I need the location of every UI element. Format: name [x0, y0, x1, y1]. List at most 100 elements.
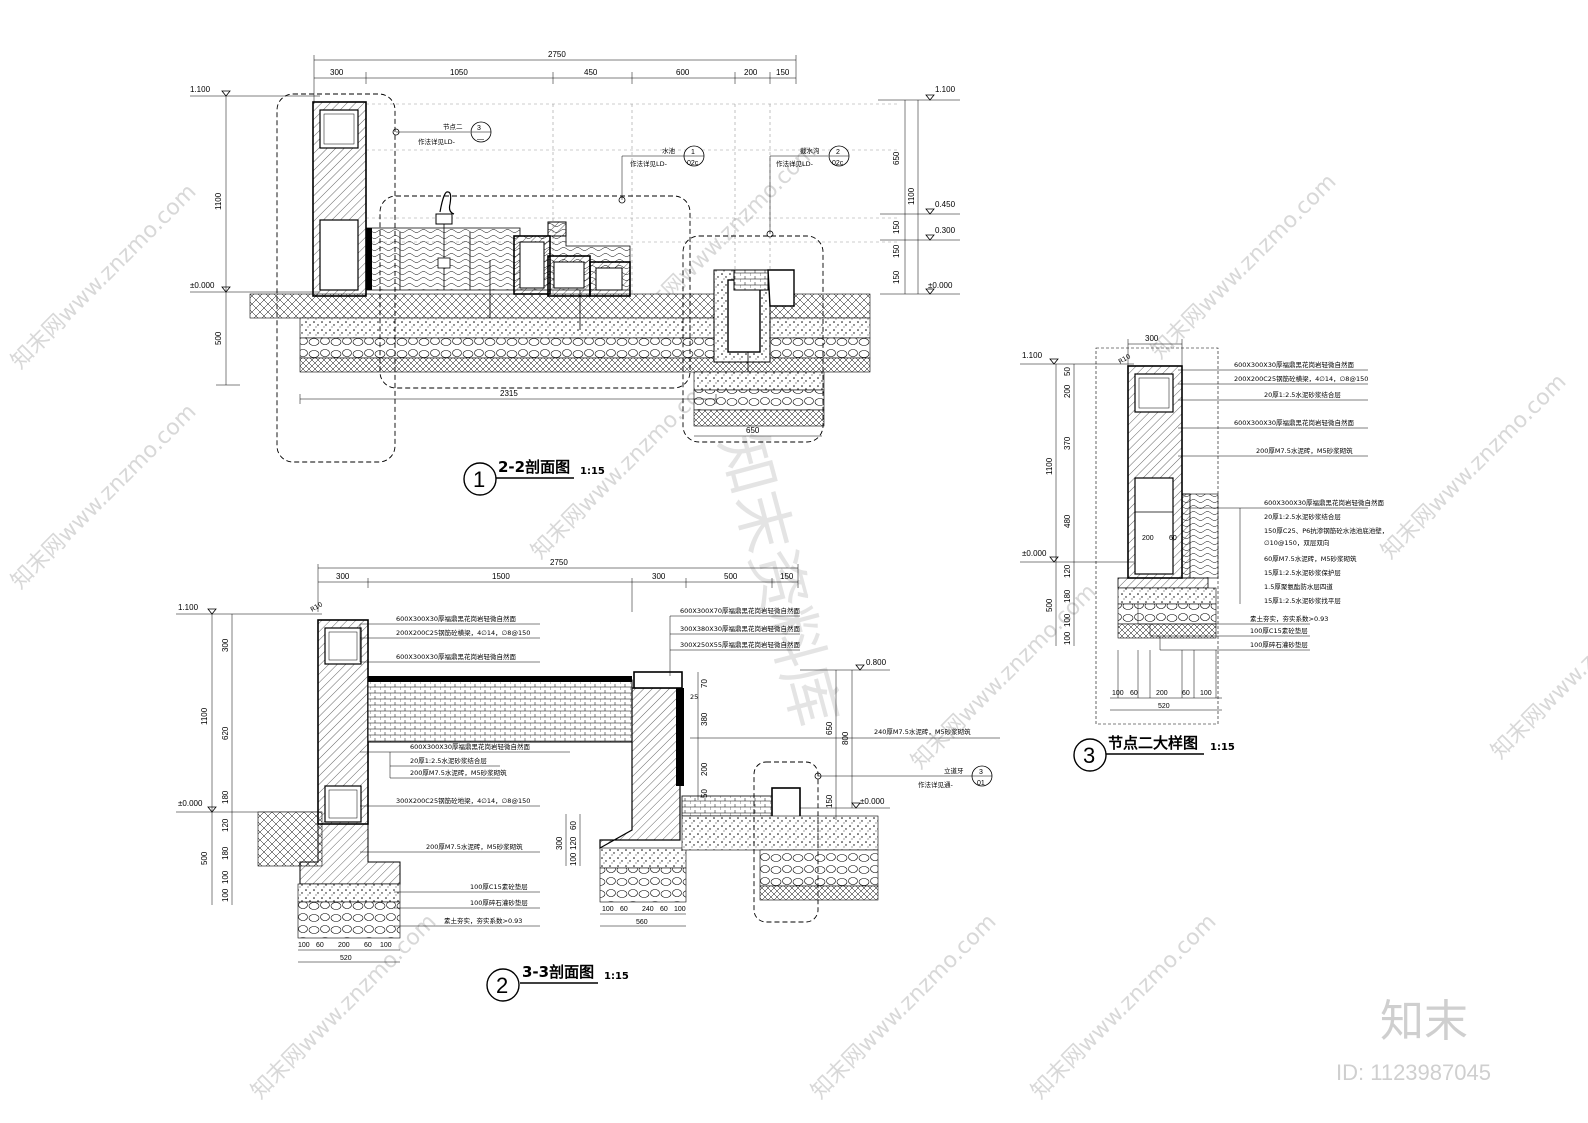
- watermark: 知末网www.znzmo.com: [1147, 169, 1342, 364]
- dim-label: 2315: [500, 389, 518, 398]
- callout-label: 立道牙: [944, 766, 964, 775]
- dim-label: 150: [892, 220, 901, 234]
- beam-square: [324, 627, 362, 665]
- dim-label: 100: [1063, 613, 1072, 627]
- dim-label: 180: [221, 846, 230, 860]
- brand-logo: 知末: [1380, 996, 1468, 1047]
- callout-sub: —: [477, 136, 484, 143]
- dim-label: 650: [825, 721, 834, 735]
- dim-label: 100: [602, 906, 614, 913]
- dim-label: 380: [700, 712, 709, 726]
- watermark: 知末网www.znzmo.com: [7, 399, 202, 594]
- dim-label: 240: [642, 906, 654, 913]
- dim-label: 100: [1063, 631, 1072, 645]
- callout-note: 作法详见LD-: [630, 159, 668, 168]
- note-text: 200X200C25钢筋砼横梁，4∅14，∅8@150: [396, 628, 530, 637]
- note-text: 200厚M7.5水泥砖，M5砂浆砌筑: [426, 842, 523, 851]
- dim-label: 150: [780, 572, 794, 581]
- section-number: 2: [496, 973, 508, 998]
- elev-label: ±0.000: [1022, 549, 1047, 558]
- dim-label: 150: [892, 270, 901, 284]
- note-text: 100厚碎石灌砂垫层: [470, 898, 528, 907]
- note-text: ∅10@150，双层双向: [1264, 538, 1329, 547]
- callout-ref: 2: [836, 149, 840, 156]
- note-text: 60厚M7.5水泥砖，M5砂浆砌筑: [1264, 554, 1357, 563]
- note-text: 100厚C15素砼垫层: [1250, 626, 1308, 635]
- elev-label: ±0.000: [860, 797, 885, 806]
- dim-label: 200: [700, 762, 709, 776]
- radius-label: R10: [309, 600, 324, 613]
- section-number: 3: [1083, 743, 1095, 768]
- note-text: 素土夯实，夯实系数>0.93: [1250, 614, 1328, 623]
- dim-label: 370: [1063, 436, 1072, 450]
- dim-label: 100: [221, 870, 230, 884]
- watermark-layer: 知末网www.znzmo.com 知末网www.znzmo.com 知末网www…: [7, 139, 1588, 1104]
- callout-pool[interactable]: 水池 作法详见LD- 1 02c: [618, 145, 705, 204]
- beam-square: [1134, 373, 1174, 413]
- note-text: 600X300X30厚福鼎黑花岗岩轻微自然面: [1234, 418, 1354, 427]
- section-scale: 1:15: [604, 971, 629, 982]
- dim-label: 1050: [450, 68, 468, 77]
- dim-label: 300: [330, 68, 344, 77]
- watermark: 知末网www.znzmo.com: [7, 179, 202, 374]
- elev-label: 0.300: [935, 226, 956, 235]
- note-text: 300X200C25钢筋砼地梁，4∅14，∅8@150: [396, 796, 530, 805]
- dim-label: 1100: [200, 707, 209, 725]
- dim-label: 300: [652, 572, 666, 581]
- beam-square: [319, 109, 359, 149]
- drain-trench: [713, 269, 795, 388]
- dim-label: 300: [336, 572, 350, 581]
- wall-block: [1134, 477, 1174, 575]
- dim-label: 60: [1182, 690, 1190, 697]
- dim-label: 200: [1063, 384, 1072, 398]
- dim-label: 25: [690, 693, 698, 701]
- notes-base: 100厚C15素砼垫层 100厚碎石灌砂垫层 素土夯实，夯实系数>0.93: [394, 882, 540, 927]
- elev-label: 1.100: [190, 85, 211, 94]
- note-text: 600X300X30厚福鼎黑花岗岩轻微自然面: [1234, 360, 1354, 369]
- section-title-1: 1 2-2剖面图 1:15: [463, 458, 605, 496]
- note-text: 15厚1:2.5水泥砂浆保护层: [1264, 568, 1341, 577]
- notes-node-2: 600X300X30厚福鼎黑花岗岩轻微自然面 200X200C25钢筋砼横梁，4…: [1137, 360, 1388, 651]
- dim-label: 600: [676, 68, 690, 77]
- concrete-layer: [299, 317, 871, 339]
- stone-layer: [299, 337, 871, 359]
- dim-label: 200: [1156, 690, 1168, 697]
- detail-outline: [753, 761, 819, 923]
- dim-label: 60: [620, 906, 628, 913]
- watermark: 知末网www.znzmo.com: [1377, 369, 1572, 564]
- dim-label: 300: [1145, 334, 1159, 343]
- callout-node-2[interactable]: 节点二 作法详见LD- 3 —: [392, 121, 492, 146]
- dim-label: 300: [555, 836, 564, 850]
- section-node-2: 300 R10 1.100 ±0.000 1100 500 50 200 370…: [1020, 334, 1388, 772]
- section-3-3: 2750 300 1500 300 500 150 1.100 ±0.000 1…: [176, 558, 1000, 1002]
- dim-label: 100: [221, 888, 230, 902]
- callout-ref: 1: [691, 149, 695, 156]
- elev-label: ±0.000: [928, 281, 953, 290]
- dim-label: 100: [674, 906, 686, 913]
- note-text: 100厚C15素砼垫层: [470, 882, 528, 891]
- watermark: 知末网www.znzmo.com: [247, 909, 442, 1104]
- dim-label: 50: [410, 676, 418, 684]
- dim-label: 500: [1045, 598, 1054, 612]
- section-title-2: 2 3-3剖面图 1:15: [486, 963, 629, 1002]
- dim-label: 520: [340, 955, 352, 962]
- dim-label: 1100: [907, 187, 916, 205]
- note-text: 20厚1:2.5水泥砂浆结合层: [1264, 512, 1341, 521]
- callout-label: 水池: [662, 146, 676, 155]
- watermark: 知末网www.znzmo.com: [1487, 569, 1588, 764]
- note-text: 15厚1:2.5水泥砂浆找平层: [1264, 596, 1341, 605]
- wall-block: [319, 219, 359, 291]
- callout-ref: 3: [477, 125, 481, 132]
- dim-label: 120: [569, 836, 578, 850]
- dim-label: 500: [214, 331, 223, 345]
- callout-drain[interactable]: 截水沟 作法详见LD- 2 02c: [766, 145, 850, 238]
- dim-label: 650: [746, 426, 760, 435]
- elev-label: 1.100: [935, 85, 956, 94]
- watermark: 知末网www.znzmo.com: [807, 909, 1002, 1104]
- note-text: 100厚碎石灌砂垫层: [1250, 640, 1308, 649]
- note-text: 20厚1:2.5水泥砂浆结合层: [1264, 390, 1341, 399]
- callout-curb[interactable]: 立道牙 作法详见通- 3 01: [814, 765, 993, 789]
- callout-sub: 01: [977, 780, 985, 787]
- bench-slab: [367, 679, 633, 743]
